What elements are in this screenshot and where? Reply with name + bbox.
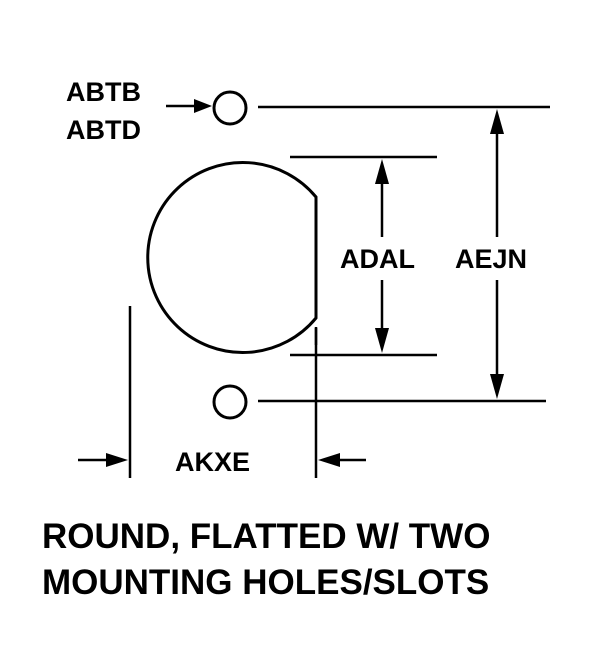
top-mounting-hole	[212, 90, 248, 126]
title-line-2: MOUNTING HOLES/SLOTS	[42, 563, 489, 602]
bottom-mounting-hole	[212, 384, 248, 420]
adal-bottom-arrowhead	[375, 328, 389, 353]
adal-top-arrowhead	[375, 159, 389, 184]
flatted-round-outline	[146, 161, 318, 354]
title-line-1: ROUND, FLATTED W/ TWO	[42, 517, 490, 556]
hole-leader-arrowhead	[194, 99, 212, 113]
akxe-right-arrowhead	[318, 453, 340, 467]
akxe-left-arrowhead	[106, 453, 128, 467]
aejn-label: AEJN	[455, 244, 527, 274]
akxe-label: AKXE	[175, 447, 250, 477]
aejn-top-arrowhead	[490, 109, 504, 134]
aejn-bottom-arrowhead	[490, 374, 504, 399]
adal-label: ADAL	[340, 244, 415, 274]
abtd-label: ABTD	[66, 115, 141, 145]
abtb-label: ABTB	[66, 77, 141, 107]
